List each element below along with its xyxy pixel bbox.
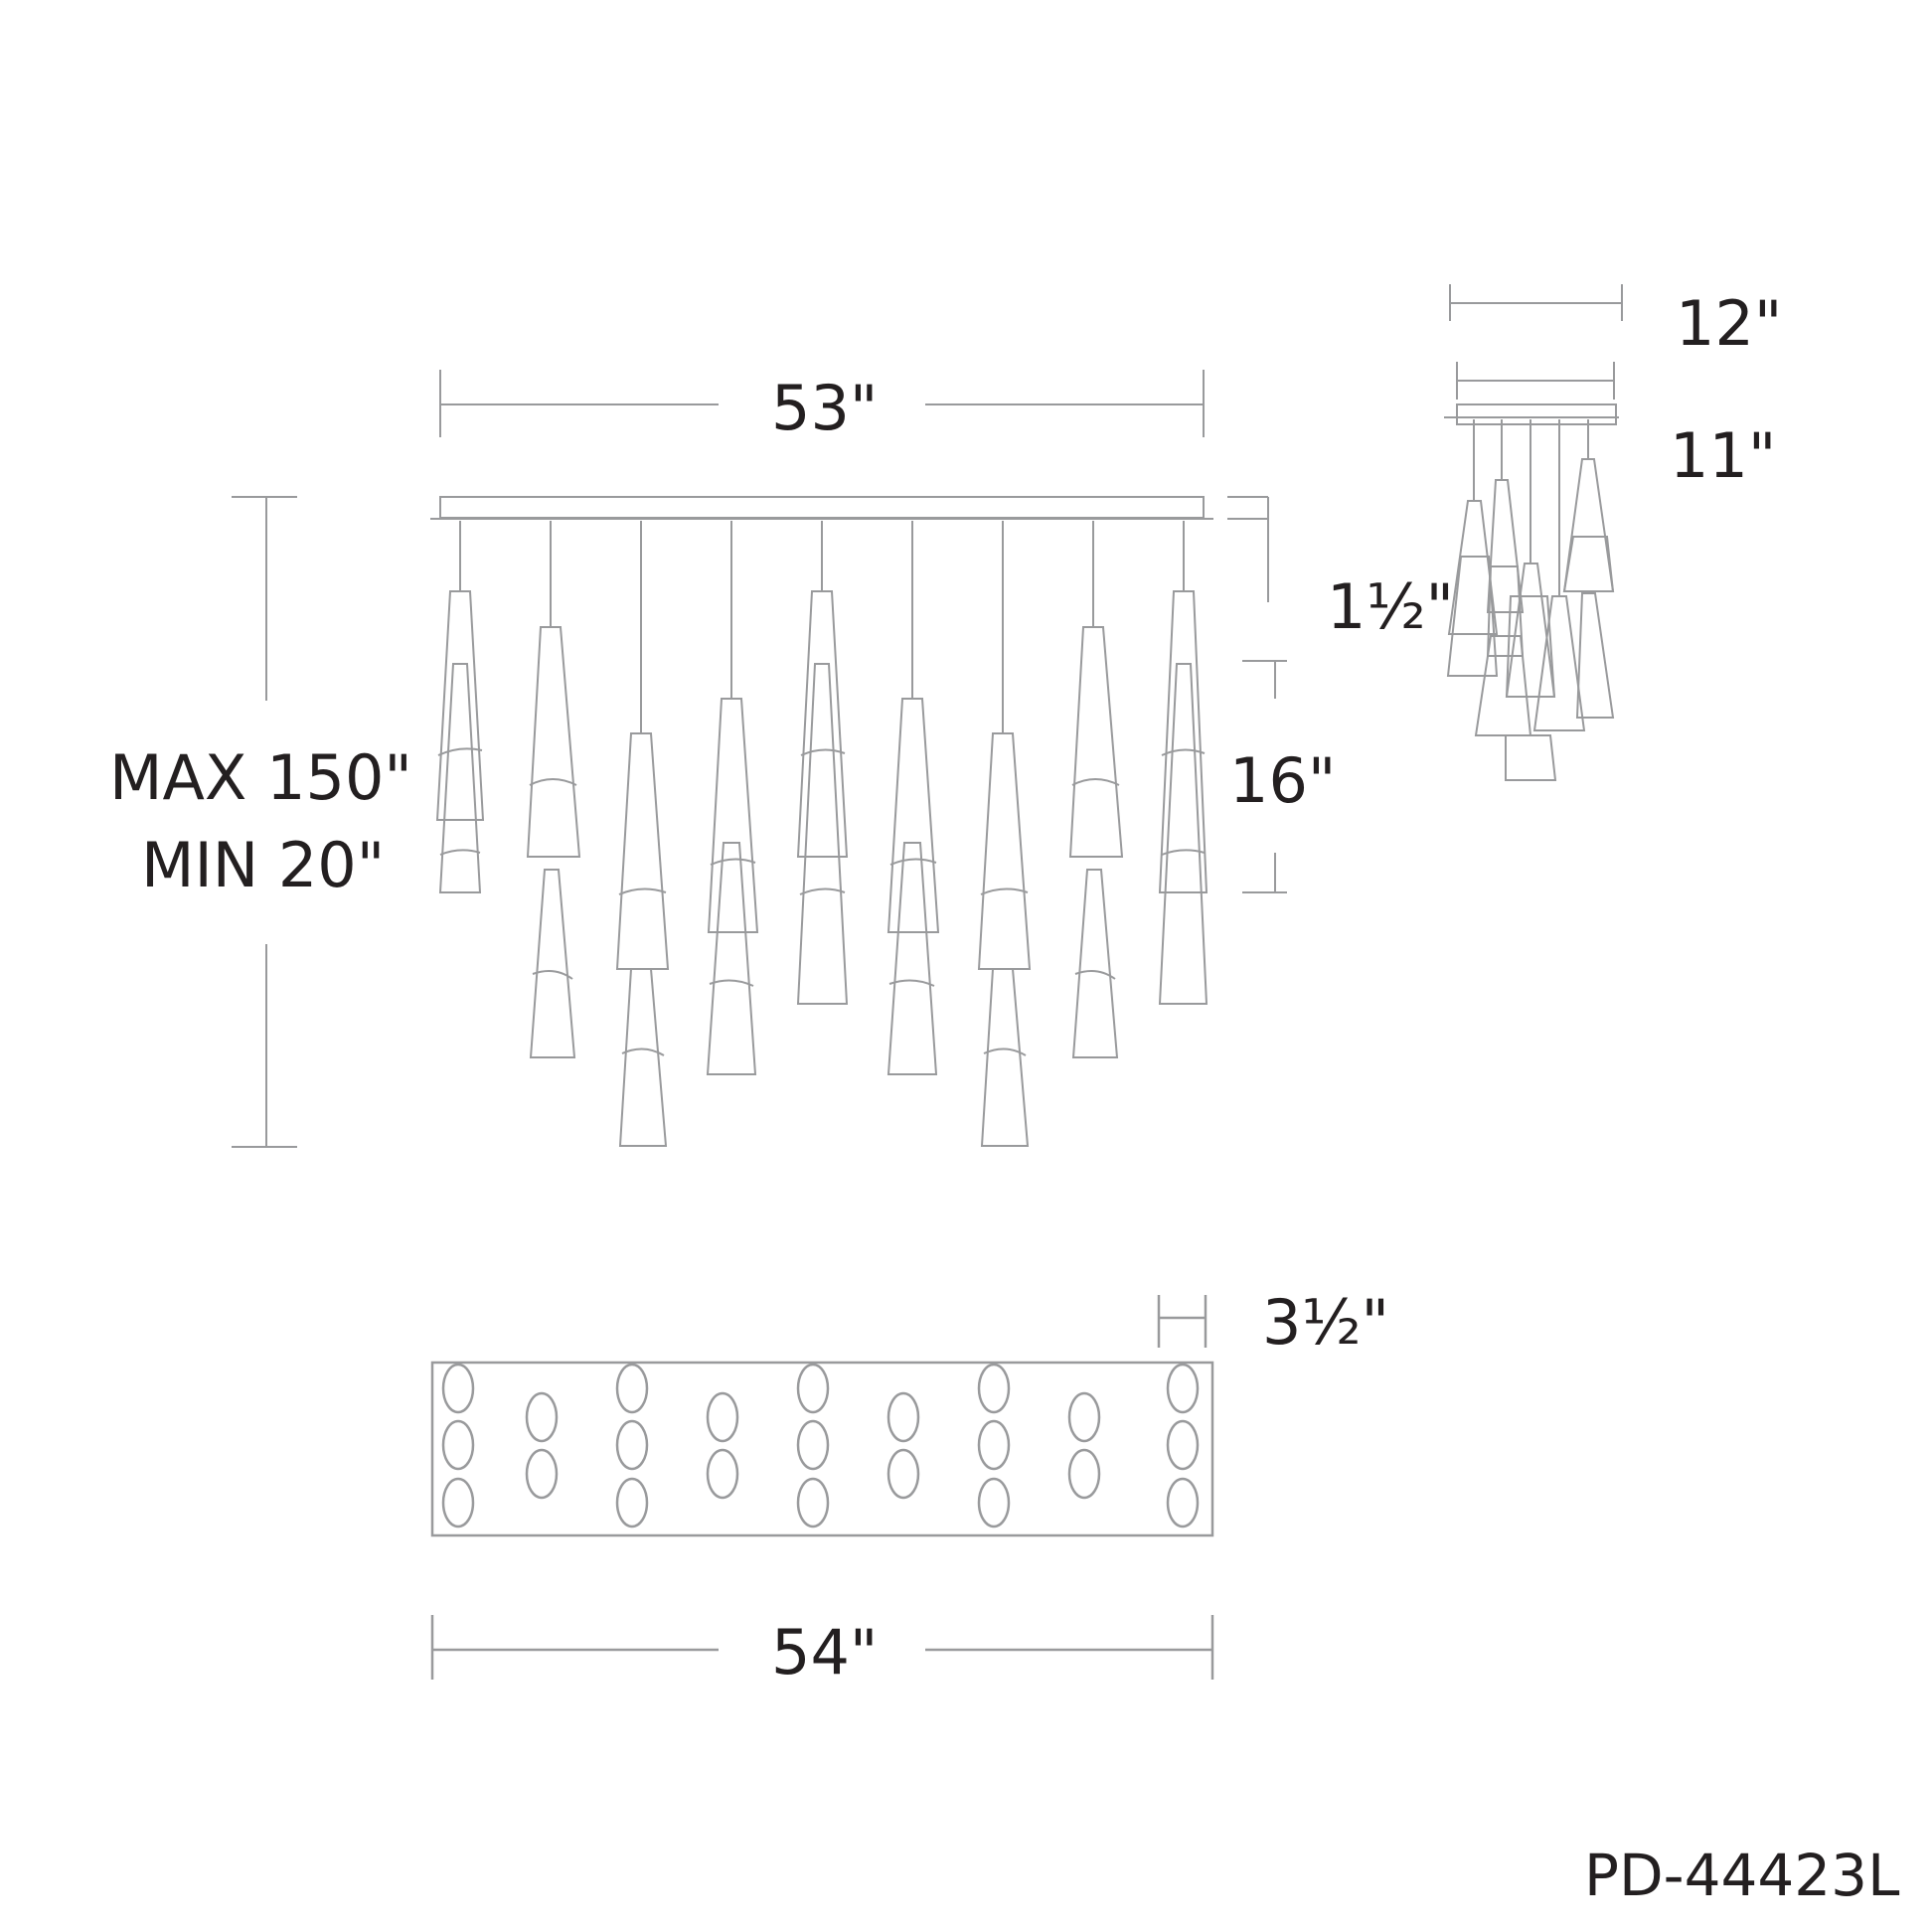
- top-spacing-label: 3½": [1262, 1286, 1390, 1359]
- side-pendants: [1446, 419, 1615, 781]
- side-overall-width-dimension-line: [1449, 284, 1623, 321]
- side-overall-width-label: 12": [1676, 287, 1783, 360]
- front-canopy: [430, 496, 1213, 520]
- top-length-label: 54": [771, 1616, 879, 1689]
- top-pendant-circles: [441, 1363, 1200, 1529]
- top-view-outline: [430, 1361, 1214, 1537]
- canopy-thickness-label: 1½": [1327, 570, 1455, 643]
- overall-height-dimension-line: [232, 496, 297, 1148]
- min-height-label: MIN 20": [141, 829, 386, 901]
- top-length-dimension-line: [430, 1615, 1214, 1680]
- front-width-dimension-line: [439, 370, 1205, 437]
- pendant-height-dimension-line: [1242, 660, 1287, 893]
- part-number: PD-44423L: [1584, 1842, 1900, 1909]
- front-width-label: 53": [771, 372, 879, 444]
- side-canopy-width-label: 11": [1670, 419, 1777, 492]
- canopy-thickness-dimension-line: [1227, 496, 1269, 602]
- top-spacing-dimension-line: [1157, 1295, 1208, 1348]
- max-height-label: MAX 150": [109, 741, 412, 814]
- side-canopy-width-dimension-line: [1456, 362, 1615, 400]
- side-canopy: [1444, 403, 1619, 425]
- pendant-height-label: 16": [1229, 744, 1337, 817]
- front-pendants: [435, 521, 1208, 1147]
